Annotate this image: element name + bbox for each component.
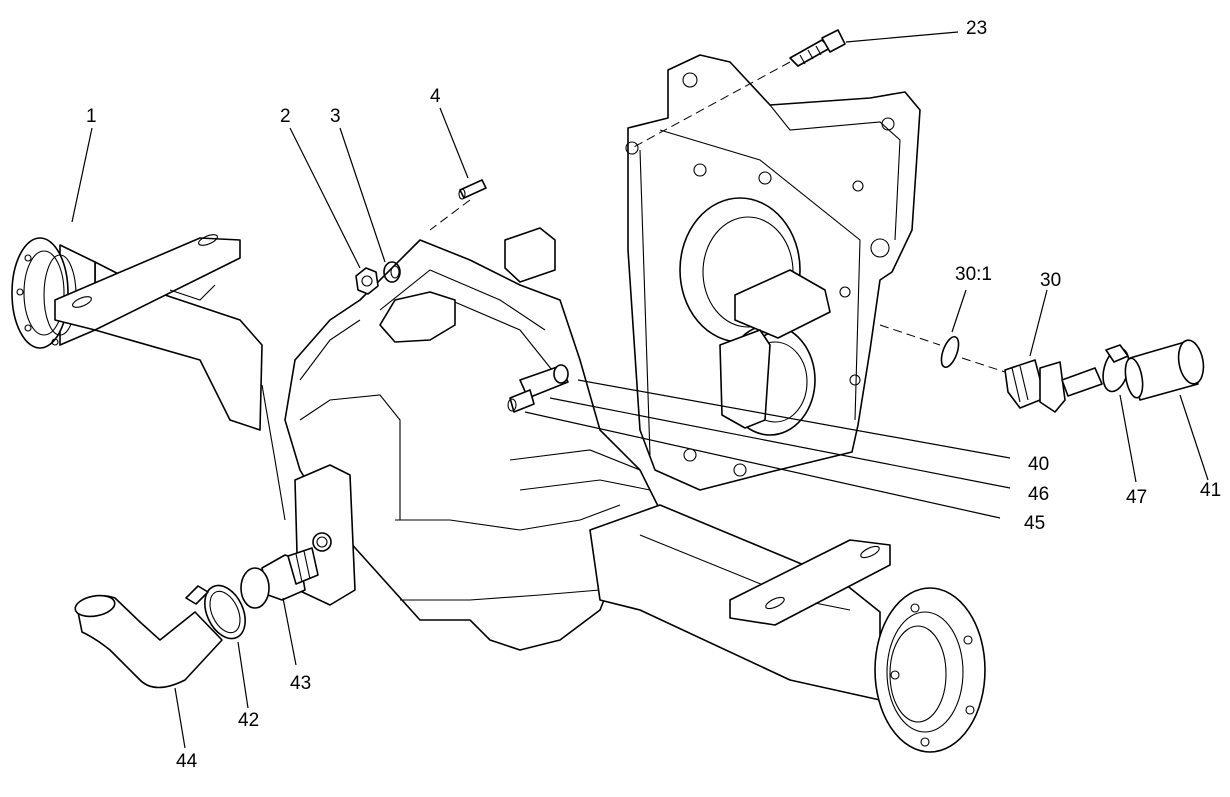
callout-46: 46 [1028,484,1049,505]
oring-30-1 [879,324,1006,373]
callout-2: 2 [280,106,291,127]
callout-labels: 1 2 3 4 23 30:1 30 40 46 45 47 41 43 42 … [86,18,1221,772]
bolt-23 [631,29,846,149]
rear-housing-plate [504,54,921,491]
front-housing-shell [261,239,661,651]
hose-41 [1124,339,1205,401]
callout-45: 45 [1024,513,1045,534]
callout-23: 23 [966,18,987,39]
callout-47: 47 [1126,487,1147,508]
pin-4 [429,179,487,231]
left-axle-tube [11,234,263,431]
callout-43: 43 [290,673,311,694]
callout-30: 30 [1040,270,1061,291]
callout-42: 42 [238,710,259,731]
fitting-30 [1004,359,1103,413]
callout-30-1: 30:1 [955,264,992,285]
clamp-42 [185,584,246,640]
nut-2 [355,267,379,295]
callout-41: 41 [1200,480,1221,501]
hose-44 [74,594,223,689]
callout-4: 4 [430,86,441,107]
callout-44: 44 [176,751,198,772]
leader-lines [71,31,1209,749]
callout-40: 40 [1028,454,1049,475]
callout-1: 1 [86,106,97,127]
callout-3: 3 [330,106,341,127]
right-axle-tube [589,504,986,753]
fitting-43 [240,547,319,609]
breather-40-46-45 [507,364,569,413]
washer-3 [383,261,401,283]
